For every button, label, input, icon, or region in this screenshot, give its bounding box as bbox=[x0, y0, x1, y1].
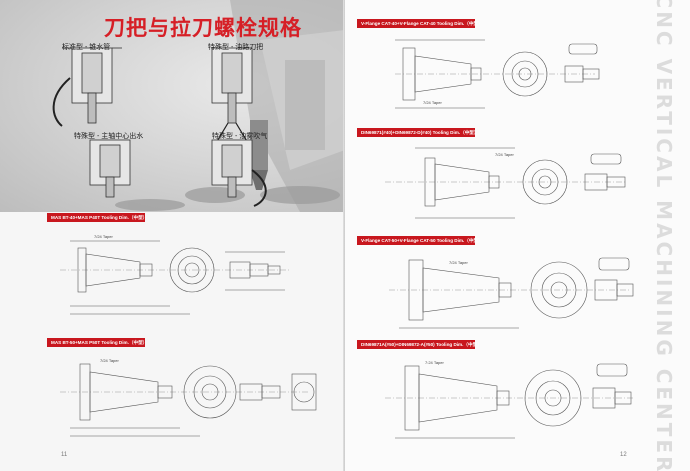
technical-drawing: 7/24 Taper bbox=[60, 234, 290, 315]
drawing-cat40: 7/24 Taper bbox=[395, 34, 635, 114]
header-photo: 刀把与拉刀螺栓规格 标准型 - 锥水管 特殊型 - 油路刀把 特殊型 - 主轴中… bbox=[0, 0, 345, 212]
caption-oil-mist-blow: 特殊型 - 油雾吹气 bbox=[212, 133, 268, 140]
section-bar-bt40: MAS BT-40+MAS P40T Tooling Dim.（中型） bbox=[47, 213, 147, 222]
side-title-text: CNC VERTICAL MACHINING CENTER bbox=[652, 0, 676, 471]
taper-label: 7/24 Taper bbox=[495, 152, 514, 157]
left-page: 刀把与拉刀螺栓规格 标准型 - 锥水管 特殊型 - 油路刀把 特殊型 - 主轴中… bbox=[0, 0, 345, 458]
section-bar-bt50: MAS BT-50+MAS P50T Tooling Dim.（中型） bbox=[47, 338, 147, 347]
drawing-din50: 7:24 Taper bbox=[385, 354, 647, 446]
taper-label: 7/24 Taper bbox=[100, 358, 119, 363]
page-number-right: 12 bbox=[620, 452, 627, 458]
technical-drawing: 7/24 Taper bbox=[389, 257, 634, 329]
right-page: V-Flange CAT-40+V-Flange CAT-40 Tooling … bbox=[345, 0, 690, 471]
taper-label: 7/24 Taper bbox=[94, 234, 113, 239]
page-title: 刀把与拉刀螺栓规格 bbox=[104, 16, 302, 40]
technical-drawing: 7/24 Taper bbox=[385, 147, 626, 219]
section-bar-cat40: V-Flange CAT-40+V-Flange CAT-40 Tooling … bbox=[357, 19, 483, 28]
caption-oil-hole-holder: 特殊型 - 油路刀把 bbox=[208, 44, 264, 51]
section-bar-cat50: V-Flange CAT-50+V-Flange CAT-50 Tooling … bbox=[357, 236, 483, 245]
page-number-left: 11 bbox=[61, 452, 68, 458]
section-bar-din40: DIN69871(#40)+DIN69872-D(#40) Tooling Di… bbox=[357, 128, 478, 137]
technical-drawing: 7:24 Taper bbox=[385, 360, 635, 439]
technical-drawing: 7/24 Taper bbox=[60, 358, 317, 437]
drawing-din40: 7/24 Taper bbox=[385, 140, 645, 228]
technical-drawing: 7/24 Taper bbox=[395, 39, 600, 109]
drawing-bt40: 7/24 Taper bbox=[60, 226, 310, 326]
machining-photo-illustration bbox=[52, 0, 345, 212]
section-bar-din50: DIN69871A(#50)+DIN69872-A(#50) Tooling D… bbox=[357, 340, 482, 349]
side-title-vertical: CNC VERTICAL MACHINING CENTER bbox=[641, 0, 687, 471]
drawing-cat50: 7/24 Taper bbox=[389, 250, 649, 334]
drawing-bt50: 7/24 Taper bbox=[60, 352, 322, 448]
taper-label: 7/24 Taper bbox=[449, 260, 468, 265]
caption-standard-coolant: 标准型 - 锥水管 bbox=[62, 44, 111, 51]
caption-through-spindle-coolant: 特殊型 - 主轴中心出水 bbox=[74, 133, 144, 140]
taper-label: 7:24 Taper bbox=[425, 360, 444, 365]
taper-label: 7/24 Taper bbox=[423, 100, 442, 105]
